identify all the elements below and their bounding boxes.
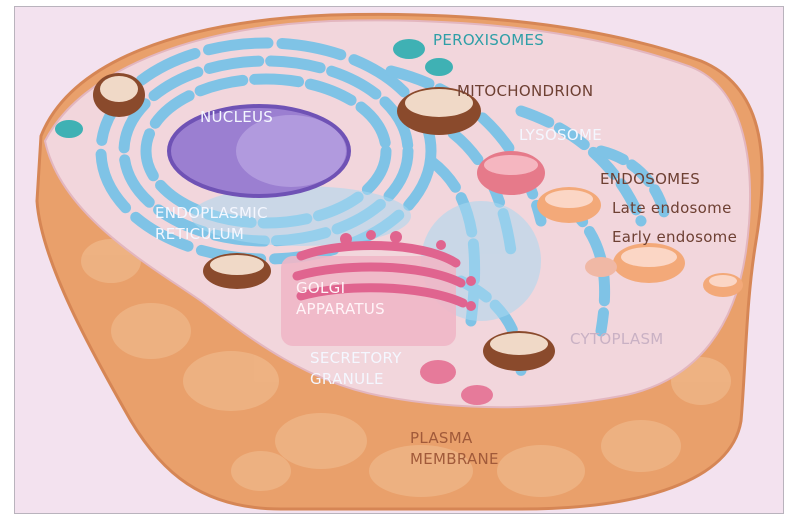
cell-diagram-frame: [14, 6, 784, 514]
label-cytoplasm: CYTOPLASM: [570, 330, 664, 349]
label-endosomes: ENDOSOMES: [600, 170, 700, 189]
label-er-line1: ENDOPLASMIC: [155, 203, 268, 224]
label-secretory-line2: GRANULE: [310, 369, 402, 390]
label-peroxisomes: PEROXISOMES: [433, 31, 544, 50]
label-plasma-membrane: PLASMA MEMBRANE: [410, 428, 499, 470]
label-membrane-line2: MEMBRANE: [410, 449, 499, 470]
label-late-endosome: Late endosome: [612, 199, 732, 218]
label-golgi-line1: GOLGI: [296, 278, 385, 299]
label-golgi-line2: APPARATUS: [296, 299, 385, 320]
label-secretory-line1: SECRETORY: [310, 348, 402, 369]
label-membrane-line1: PLASMA: [410, 428, 499, 449]
label-golgi-apparatus: GOLGI APPARATUS: [296, 278, 385, 320]
label-lysosome: LYSOSOME: [519, 126, 602, 145]
label-endoplasmic-reticulum: ENDOPLASMIC RETICULUM: [155, 203, 268, 245]
label-er-line2: RETICULUM: [155, 224, 268, 245]
label-nucleus: NUCLEUS: [200, 108, 273, 127]
label-secretory-granule: SECRETORY GRANULE: [310, 348, 402, 390]
label-early-endosome: Early endosome: [612, 228, 737, 247]
label-mitochondrion: MITOCHONDRION: [457, 82, 593, 101]
secretory-granule-shape: [420, 360, 456, 384]
cell-illustration: [15, 7, 783, 513]
